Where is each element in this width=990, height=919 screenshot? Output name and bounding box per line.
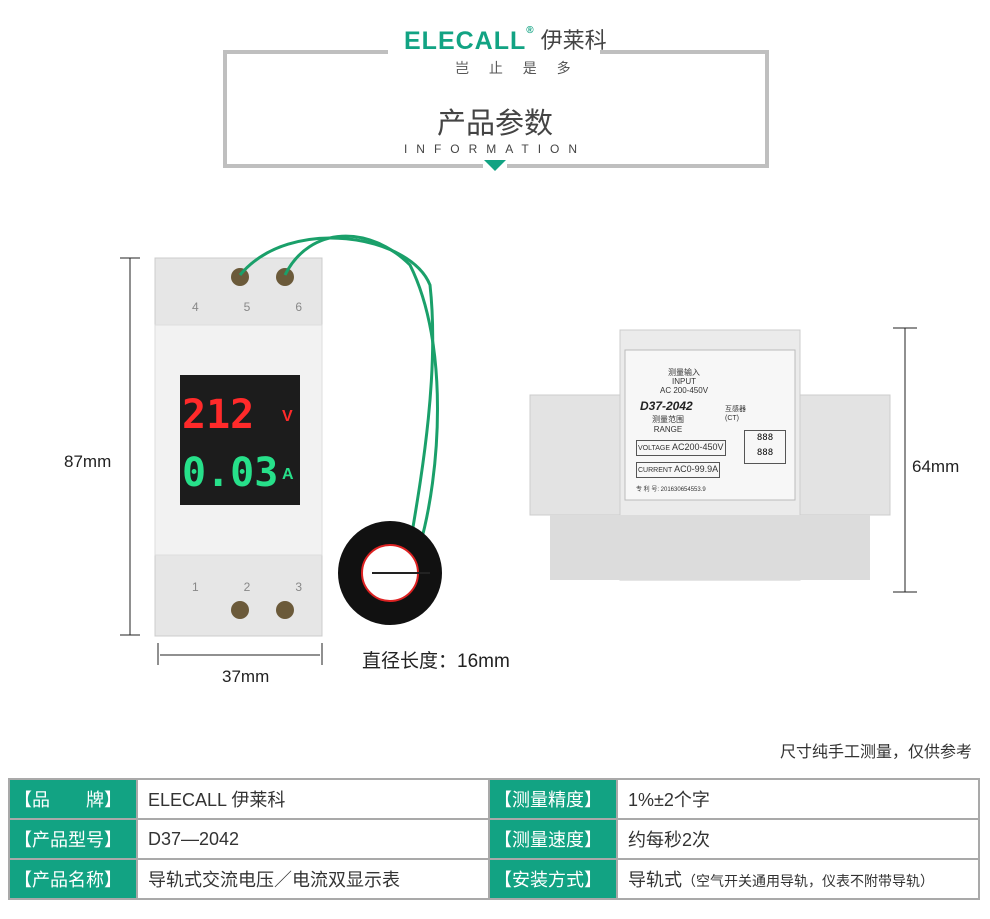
- rear-patent: 专 利 号: 201630654553.9: [636, 487, 706, 493]
- table-row: 【产品名称】 导轨式交流电压／电流双显示表 【安装方式】 导轨式（空气开关通用导…: [8, 858, 980, 900]
- ct-diameter: 直径长度：16mm: [362, 651, 510, 672]
- top-terminal-labels: 4 5 6: [192, 300, 302, 314]
- section-subtitle: INFORMATION: [403, 142, 587, 156]
- triangle-down-icon: [484, 160, 506, 171]
- width-dimension: 37mm: [222, 667, 270, 686]
- terminal-label: 5: [243, 300, 251, 314]
- terminal-label: 6: [295, 300, 302, 314]
- terminal-label: 1: [192, 580, 199, 594]
- spec-value: D37—2042: [136, 818, 490, 860]
- frame-line: [223, 164, 483, 168]
- spec-value: ELECALL 伊莱科: [136, 778, 490, 820]
- slogan: 岂 止 是 多: [455, 60, 579, 76]
- spec-value: 约每秒2次: [616, 818, 980, 860]
- rear-height-dimension: 64mm: [912, 457, 960, 476]
- table-row: 【产品型号】 D37—2042 【测量速度】 约每秒2次: [8, 818, 980, 860]
- table-row: 【品 牌】 ELECALL 伊莱科 【测量精度】 1%±2个字: [8, 778, 980, 820]
- rear-voltage-row: VOLTAGE AC200-450V: [636, 440, 726, 456]
- brand-logo-cn: 伊莱科: [540, 28, 607, 53]
- frame-line: [765, 50, 769, 168]
- frame-line: [600, 50, 769, 54]
- terminal-label: 3: [295, 580, 302, 594]
- voltage-unit: V: [282, 408, 293, 425]
- spec-key: 【测量速度】: [488, 818, 618, 860]
- brand-logo: ELECALL®: [404, 25, 535, 56]
- spec-key: 【测量精度】: [488, 778, 618, 820]
- brand-header: ELECALL® 伊莱科: [404, 26, 607, 56]
- voltage-display: 212: [182, 392, 255, 438]
- spec-key: 【安装方式】: [488, 858, 618, 900]
- rear-model: D37-2042: [640, 399, 693, 413]
- frame-line: [223, 50, 227, 168]
- rear-device-illustration: [529, 327, 917, 593]
- measurement-note: 尺寸纯手工测量，仅供参考: [779, 744, 972, 761]
- spec-key: 【产品型号】: [8, 818, 138, 860]
- frame-line: [507, 164, 769, 168]
- rear-ct-label: 互感器 (CT): [725, 406, 746, 422]
- bottom-terminal-labels: 1 2 3: [192, 580, 302, 594]
- spec-value: 1%±2个字: [616, 778, 980, 820]
- spec-key: 【产品名称】: [8, 858, 138, 900]
- rear-current-row: CURRENT AC0-99.9A: [636, 462, 721, 478]
- terminal-label: 4: [192, 300, 199, 314]
- front-device-illustration: [120, 234, 442, 665]
- frame-line: [223, 50, 388, 54]
- current-unit: A: [282, 466, 294, 483]
- spec-key: 【品 牌】: [8, 778, 138, 820]
- spec-value: 导轨式（空气开关通用导轨，仪表不附带导轨）: [616, 858, 980, 900]
- specs-table: 【品 牌】 ELECALL 伊莱科 【测量精度】 1%±2个字 【产品型号】 D…: [8, 778, 980, 900]
- height-dimension: 87mm: [64, 452, 112, 471]
- spec-value: 导轨式交流电压／电流双显示表: [136, 858, 490, 900]
- current-display: 0.03: [182, 450, 279, 496]
- section-title: 产品参数: [436, 108, 553, 140]
- terminal-label: 2: [243, 580, 251, 594]
